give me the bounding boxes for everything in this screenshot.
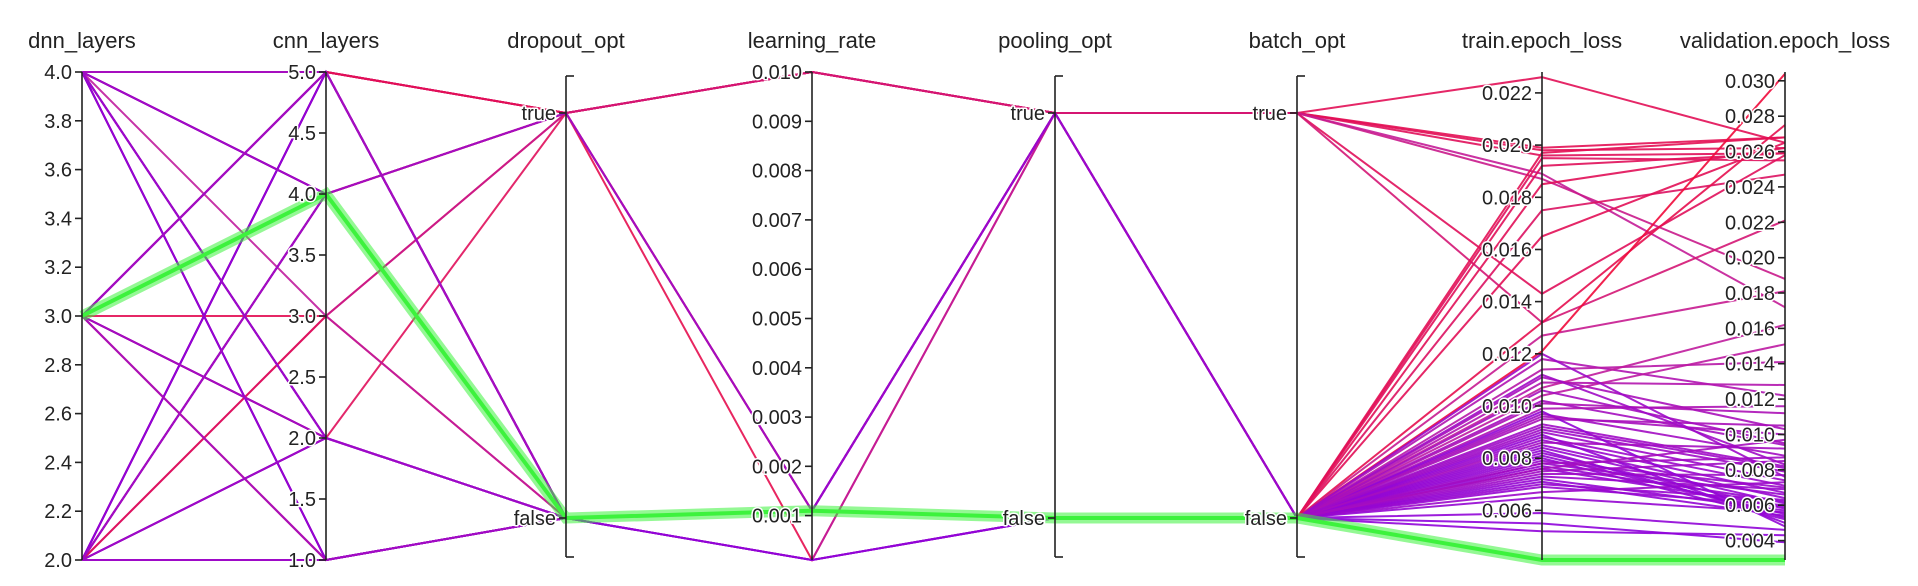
tick-label-train-epoch-loss: 0.006 bbox=[1482, 500, 1532, 522]
tick-label-dnn-layers: 3.4 bbox=[44, 208, 72, 230]
axis-title-dropout-opt: dropout_opt bbox=[507, 28, 624, 53]
highlight-layer bbox=[79, 187, 1785, 566]
tick-label-train-epoch-loss: 0.016 bbox=[1482, 240, 1532, 262]
tick-label-validation-epoch-loss: 0.016 bbox=[1725, 318, 1775, 340]
tick-label-dnn-layers: 2.4 bbox=[44, 452, 72, 474]
tick-label-cnn-layers: 4.0 bbox=[288, 184, 316, 206]
tick-label-dnn-layers: 2.0 bbox=[44, 550, 72, 572]
tick-label-dnn-layers: 3.6 bbox=[44, 160, 72, 182]
tick-label-learning-rate: 0.001 bbox=[752, 506, 802, 528]
tick-label-train-epoch-loss: 0.012 bbox=[1482, 344, 1532, 366]
tick-label-validation-epoch-loss: 0.028 bbox=[1725, 106, 1775, 128]
axis-title-train-epoch-loss: train.epoch_loss bbox=[1462, 28, 1622, 53]
tick-label-validation-epoch-loss: 0.030 bbox=[1725, 71, 1775, 93]
tick-label-validation-epoch-loss: 0.018 bbox=[1725, 283, 1775, 305]
tick-label-batch-opt: false bbox=[1245, 508, 1287, 530]
axis-dnn-layers[interactable]: dnn_layers 2.0 2.2 2.4 2.6 2.8 3.0 3.2 3.4 3.6 3.8… bbox=[28, 28, 136, 574]
axis-title-validation-epoch-loss: validation.epoch_loss bbox=[1680, 28, 1890, 53]
tick-label-learning-rate: 0.006 bbox=[752, 259, 802, 281]
tick-label-learning-rate: 0.002 bbox=[752, 456, 802, 478]
tick-label-dnn-layers: 3.2 bbox=[44, 257, 72, 279]
tick-label-learning-rate: 0.010 bbox=[752, 62, 802, 84]
run-line-21[interactable] bbox=[81, 71, 1786, 562]
axis-title-batch-opt: batch_opt bbox=[1249, 28, 1346, 53]
tick-label-validation-epoch-loss: 0.026 bbox=[1725, 142, 1775, 164]
axis-cnn-layers[interactable]: cnn_layers 1.0 1.5 2.0 2.5 3.0 3.5 4.0 4.5 5.0 bbox=[273, 28, 379, 574]
tick-label-validation-epoch-loss: 0.008 bbox=[1725, 460, 1775, 482]
axis-title-dnn-layers: dnn_layers bbox=[28, 28, 136, 53]
tick-label-dnn-layers: 2.6 bbox=[44, 404, 72, 426]
axes-layer: dnn_layers 2.0 2.2 2.4 2.6 2.8 3.0 3.2 3.4 3.6 3.8… bbox=[28, 28, 1890, 574]
tick-label-train-epoch-loss: 0.022 bbox=[1482, 83, 1532, 105]
tick-label-validation-epoch-loss: 0.022 bbox=[1725, 212, 1775, 234]
tick-label-learning-rate: 0.003 bbox=[752, 407, 802, 429]
tick-label-validation-epoch-loss: 0.012 bbox=[1725, 389, 1775, 411]
tick-label-cnn-layers: 1.0 bbox=[288, 550, 316, 572]
tick-label-train-epoch-loss: 0.018 bbox=[1482, 187, 1532, 209]
tick-label-validation-epoch-loss: 0.004 bbox=[1725, 531, 1775, 553]
tick-label-cnn-layers: 2.0 bbox=[288, 428, 316, 450]
tick-label-cnn-layers: 3.5 bbox=[288, 245, 316, 267]
tick-label-dropout-opt: true bbox=[522, 103, 556, 125]
tick-label-cnn-layers: 2.5 bbox=[288, 367, 316, 389]
tick-label-learning-rate: 0.007 bbox=[752, 210, 802, 232]
tick-label-validation-epoch-loss: 0.006 bbox=[1725, 495, 1775, 517]
tick-label-batch-opt: true bbox=[1253, 103, 1287, 125]
tick-label-learning-rate: 0.005 bbox=[752, 309, 802, 331]
tick-label-pooling-opt: false bbox=[1003, 508, 1045, 530]
tick-label-dropout-opt: false bbox=[514, 508, 556, 530]
tick-label-learning-rate: 0.008 bbox=[752, 161, 802, 183]
axis-learning-rate[interactable]: learning_rate 0.001 0.002 0.003 0.004 0.005 0.… bbox=[748, 28, 876, 560]
tick-label-cnn-layers: 1.5 bbox=[288, 489, 316, 511]
tick-label-cnn-layers: 3.0 bbox=[288, 306, 316, 328]
tick-label-train-epoch-loss: 0.010 bbox=[1482, 396, 1532, 418]
axis-validation-epoch-loss[interactable]: validation.epoch_loss 0.004 0.006 0.008 0.01… bbox=[1680, 28, 1890, 560]
highlighted-run-line[interactable] bbox=[81, 191, 1785, 562]
tick-label-validation-epoch-loss: 0.020 bbox=[1725, 248, 1775, 270]
tick-label-cnn-layers: 4.5 bbox=[288, 123, 316, 145]
tick-label-validation-epoch-loss: 0.014 bbox=[1725, 354, 1775, 376]
tick-label-dnn-layers: 3.0 bbox=[44, 306, 72, 328]
axis-title-cnn-layers: cnn_layers bbox=[273, 28, 379, 53]
tick-label-pooling-opt: true bbox=[1011, 103, 1045, 125]
tick-label-validation-epoch-loss: 0.010 bbox=[1725, 425, 1775, 447]
tick-label-train-epoch-loss: 0.020 bbox=[1482, 135, 1532, 157]
tick-label-train-epoch-loss: 0.014 bbox=[1482, 292, 1532, 314]
tick-label-dnn-layers: 4.0 bbox=[44, 62, 72, 84]
axis-title-pooling-opt: pooling_opt bbox=[998, 28, 1112, 53]
tick-label-train-epoch-loss: 0.008 bbox=[1482, 448, 1532, 470]
tick-label-cnn-layers: 5.0 bbox=[288, 62, 316, 84]
tick-label-dnn-layers: 2.8 bbox=[44, 355, 72, 377]
tick-label-validation-epoch-loss: 0.024 bbox=[1725, 177, 1775, 199]
tick-label-learning-rate: 0.009 bbox=[752, 111, 802, 133]
tick-label-dnn-layers: 2.2 bbox=[44, 501, 72, 523]
tick-label-dnn-layers: 3.8 bbox=[44, 111, 72, 133]
tick-label-learning-rate: 0.004 bbox=[752, 358, 802, 380]
axis-title-learning-rate: learning_rate bbox=[748, 28, 876, 53]
axis-train-epoch-loss[interactable]: train.epoch_loss 0.006 0.008 0.010 0.012 0.01… bbox=[1462, 28, 1622, 560]
